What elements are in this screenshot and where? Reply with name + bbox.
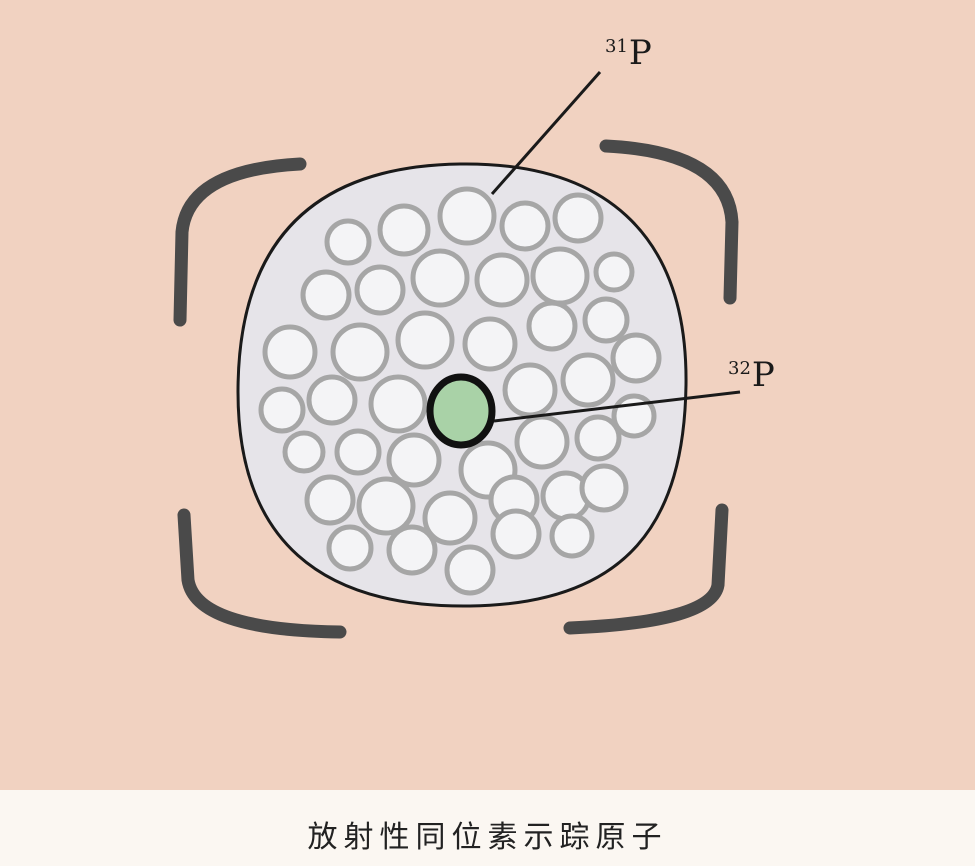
particle-p31	[444, 544, 496, 596]
particle-p31	[530, 246, 590, 306]
particle-p31	[526, 300, 578, 352]
particle-group	[258, 186, 662, 596]
leader-line-p31	[490, 71, 602, 195]
particle-p31	[300, 269, 352, 321]
particle-p31	[549, 513, 595, 559]
label-p32-mass-number: 32	[728, 358, 751, 379]
particle-p31	[395, 310, 455, 370]
viewfinder-brackets	[173, 139, 739, 639]
particle-p31	[356, 476, 416, 536]
particle-p31	[514, 414, 570, 470]
particle-p31	[354, 264, 406, 316]
particle-p31	[552, 192, 604, 244]
particle-p31	[330, 322, 390, 382]
particle-p31	[474, 252, 530, 308]
particle-p31	[258, 386, 306, 434]
particle-p31	[334, 428, 382, 476]
particle-p31	[462, 316, 518, 372]
particle-p31	[386, 432, 442, 488]
particle-p31	[560, 352, 616, 408]
particle-p31	[377, 203, 431, 257]
particle-p31	[610, 332, 662, 384]
particle-p31	[282, 430, 326, 474]
particle-p31	[593, 251, 635, 293]
particle-p31	[574, 414, 622, 462]
diagram-panel	[0, 0, 975, 790]
leader-line-p32	[493, 390, 741, 423]
label-p32: 32P	[728, 358, 775, 392]
particle-p31	[437, 186, 497, 246]
label-p31-mass-number: 31	[605, 36, 628, 57]
particle-p31	[306, 374, 358, 426]
particle-p31	[326, 524, 374, 572]
particle-p31	[582, 296, 630, 344]
particle-p31	[386, 524, 438, 576]
particle-p31	[368, 374, 428, 434]
particle-p31	[499, 200, 551, 252]
label-p32-element: P	[751, 355, 775, 395]
particle-p31	[262, 324, 318, 380]
particle-p31	[324, 218, 372, 266]
particle-p31	[422, 490, 478, 546]
tracer-atom-p32	[426, 373, 496, 449]
particle-p31	[490, 508, 542, 560]
particle-p31	[410, 248, 470, 308]
bracket-bottom-right	[563, 503, 729, 635]
figure-caption: 放射性同位素示踪原子	[307, 820, 668, 855]
particle-p31	[304, 474, 356, 526]
bracket-top-left	[173, 157, 307, 327]
bracket-top-right	[599, 139, 739, 305]
label-p31: 31P	[605, 36, 652, 70]
bracket-bottom-left	[177, 508, 347, 639]
particle-p31	[502, 362, 558, 418]
particle-p31	[579, 463, 629, 513]
label-p31-element: P	[628, 33, 652, 73]
